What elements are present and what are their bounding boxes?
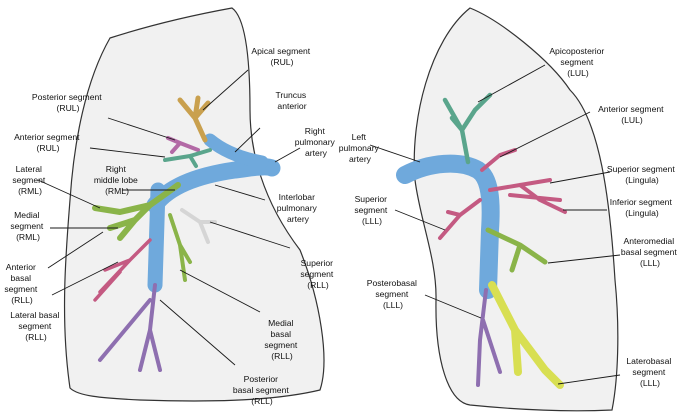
label-right-middle-lobe: Right middle lobe (RML) [94, 164, 140, 196]
label-medial-rml: Medial segment (RML) [10, 210, 45, 242]
label-anterior-rul: Anterior segment (RUL) [14, 132, 82, 153]
label-lateral-rml: Lateral segment (RML) [12, 164, 47, 196]
label-laterobasal-lll: Laterobasal segment (LLL) [626, 356, 673, 388]
label-anterior-lul: Anterior segment (LUL) [598, 104, 666, 125]
label-superior-lll: Superior segment (LLL) [354, 194, 389, 226]
label-medial-basal-rll: Medial basal segment (RLL) [264, 318, 299, 361]
left-lung-outline [413, 7, 619, 412]
label-anteromedial-basal-lll: Anteromedial basal segment (LLL) [621, 236, 679, 268]
left-pulmonary-artery-vessel [396, 154, 500, 299]
apical-rul-vessel [177, 95, 211, 143]
laterobasal-lll-vessel [488, 281, 564, 389]
label-superior-rll: Superior segment (RLL) [300, 258, 335, 290]
medial-basal-rll-vessel [168, 213, 192, 282]
label-lateral-basal-rll: Lateral basal segment (RLL) [10, 310, 62, 342]
label-posterior-rul: Posterior segment (RUL) [32, 92, 104, 113]
labels: Apical segment (RUL) Posterior segment (… [4, 46, 679, 406]
truncus-anterior-vessel [203, 133, 269, 169]
anteromedial-basal-lll-vessel [485, 227, 548, 273]
anterior-basal-rll-vessel [93, 238, 152, 302]
label-apical-rul: Apical segment (RUL) [251, 46, 312, 67]
label-right-pulmonary-artery: Right pulmonary artery [295, 126, 338, 158]
lingula-vessel [488, 178, 567, 214]
leader-lines [37, 64, 621, 385]
label-inferior-lingula: Inferior segment (Lingula) [610, 197, 675, 218]
left-lung-vessels [396, 92, 567, 389]
right-lung-outline [63, 7, 325, 402]
label-truncus-anterior: Truncus anterior [275, 90, 308, 111]
label-anterior-basal-rll: Anterior basal segment (RLL) [4, 262, 39, 305]
posterior-basal-rll-vessel [98, 283, 162, 372]
middle-lobe-vessel [92, 182, 181, 241]
label-superior-lingula: Superior segment (Lingula) [607, 164, 677, 185]
apicoposterior-lul-vessel [442, 92, 493, 165]
anterior-rul-vessel [163, 148, 212, 168]
label-left-pulmonary-artery: Left pulmonary artery [339, 132, 382, 164]
label-apicoposterior-lul: Apicoposterior segment (LUL) [549, 46, 606, 78]
right-lung-vessels [92, 95, 281, 372]
posterior-rul-vessel [166, 136, 200, 154]
superior-lll-vessel [438, 198, 482, 240]
label-interlobar-pulmonary-artery: Interlobar pulmonary artery [277, 192, 320, 224]
label-posterior-basal-rll: Posterior basal segment (RLL) [233, 374, 291, 406]
label-posterobasal-lll: Posterobasal segment (LLL) [367, 278, 420, 310]
posterobasal-lll-vessel [476, 288, 502, 387]
